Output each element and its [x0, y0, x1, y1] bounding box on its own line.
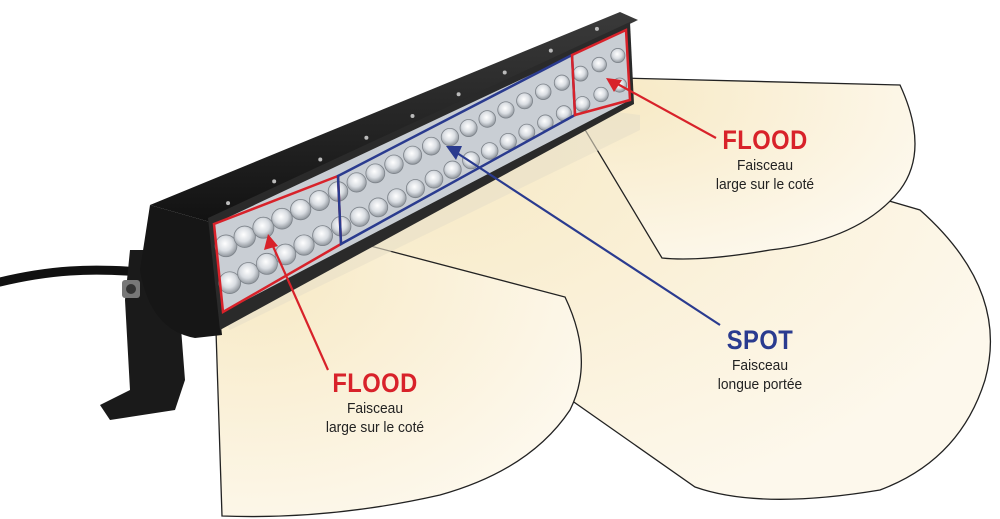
callout-flood-left: FLOOD Faisceau large sur le coté — [300, 368, 450, 437]
callout-line: Faisceau — [731, 357, 789, 374]
led-lens — [574, 96, 591, 112]
led-lens — [459, 119, 478, 137]
led-lens — [443, 160, 462, 179]
screw-icon — [456, 92, 461, 97]
led-lens — [255, 252, 278, 275]
led-lens — [593, 86, 609, 103]
led-lens — [368, 197, 389, 218]
screw-icon — [548, 48, 553, 53]
led-lens — [497, 101, 515, 119]
callout-line: longue portée — [717, 376, 803, 393]
led-lens — [274, 243, 297, 266]
led-lens — [403, 145, 423, 165]
led-lens — [535, 83, 552, 101]
callout-title: FLOOD — [722, 125, 808, 155]
screw-icon — [364, 135, 369, 140]
led-lens — [290, 199, 312, 221]
led-lens — [610, 48, 626, 64]
led-lens — [572, 65, 589, 82]
led-lens — [424, 169, 444, 189]
led-lens — [591, 56, 607, 73]
led-lens — [387, 188, 407, 208]
led-lens — [237, 262, 260, 285]
led-lens — [252, 216, 275, 239]
housing-screws — [226, 26, 599, 206]
flood-section-right-outline — [570, 28, 632, 117]
led-lens — [384, 154, 404, 174]
screw-icon — [502, 70, 507, 75]
led-lens — [518, 123, 536, 141]
flood-beam-cone-left — [214, 237, 582, 518]
callout-line: Faisceau — [346, 400, 404, 417]
led-lens — [480, 142, 499, 160]
screw-icon — [410, 114, 415, 118]
bar-housing-body — [140, 205, 222, 338]
led-lens — [421, 136, 441, 156]
screw-icon — [594, 26, 599, 31]
callout-line: large sur le coté — [325, 419, 425, 436]
callout-title: SPOT — [726, 325, 794, 355]
screw-icon — [318, 157, 323, 162]
power-cable — [0, 265, 145, 287]
led-lens — [271, 207, 293, 230]
led-lens — [516, 92, 533, 110]
flood-right-arrow — [606, 78, 717, 139]
screw-icon — [272, 179, 277, 184]
led-lens — [478, 110, 497, 128]
led-lens — [499, 132, 517, 151]
flood-left-arrow — [264, 234, 330, 371]
led-lens — [349, 206, 370, 227]
led-array — [214, 48, 628, 294]
led-lens — [308, 190, 330, 211]
flood-beam-cone-right — [571, 77, 916, 260]
callout-line: large sur le coté — [715, 176, 815, 193]
led-lens — [346, 172, 367, 193]
led-lens — [233, 225, 256, 248]
led-lens — [440, 127, 460, 147]
spot-arrow — [446, 146, 721, 326]
bar-housing-top — [150, 12, 638, 222]
led-lens — [365, 163, 386, 184]
callout-spot: SPOT Faisceau longue portée — [685, 325, 835, 394]
screw-icon — [226, 201, 231, 206]
led-lens — [405, 179, 425, 199]
led-lens — [293, 234, 315, 256]
led-lens — [553, 74, 570, 91]
callout-title: FLOOD — [332, 368, 418, 398]
bar-shadow — [222, 110, 640, 330]
callout-line: Faisceau — [736, 157, 794, 174]
led-lens — [312, 225, 333, 247]
callout-flood-right: FLOOD Faisceau large sur le coté — [690, 125, 840, 194]
